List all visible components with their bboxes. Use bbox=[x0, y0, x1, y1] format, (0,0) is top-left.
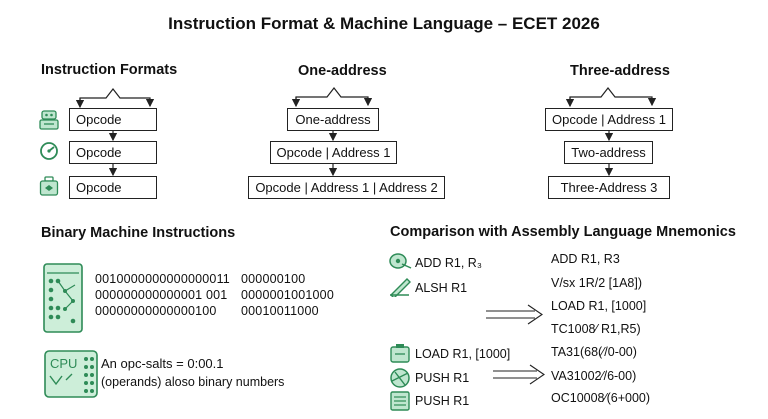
storage-box-icon bbox=[390, 343, 410, 368]
binary-row-3-b: 00010011000 bbox=[241, 304, 319, 318]
section-three-address: Three-address bbox=[570, 63, 670, 79]
mnemonic-left-3: LOAD R1, [1000] bbox=[415, 347, 511, 361]
mnemonic-right-7: OC10008⁄(6+000) bbox=[551, 391, 651, 405]
cpu-chip-icon bbox=[44, 350, 98, 403]
globe-icon bbox=[389, 367, 411, 394]
section-comparison: Comparison with Assembly Language Mnemon… bbox=[390, 224, 736, 240]
mnemonic-right-3: LOAD R1, [1000] bbox=[551, 299, 647, 313]
binary-row-2-a: 000000000000001 001 bbox=[95, 288, 228, 302]
binary-row-1-a: 0010000000000000011 bbox=[95, 272, 230, 286]
binary-row-2-b: 0000001001000 bbox=[241, 288, 334, 302]
mnemonic-right-6: VA31002⁄/6-00) bbox=[551, 369, 637, 383]
mnemonic-right-5: TA31(68(⁄/0-00) bbox=[551, 345, 637, 359]
mnemonic-right-4: TC1008⁄ R1,R5) bbox=[551, 322, 641, 336]
document-lines-icon bbox=[390, 391, 410, 416]
binary-note-line-1: An opc-salts = 0:00.1 bbox=[101, 356, 224, 371]
section-instruction-formats: Instruction Formats bbox=[41, 62, 178, 78]
one-address-box-3: Opcode | Address 1 | Address 2 bbox=[248, 176, 445, 199]
robot-icon bbox=[39, 109, 59, 136]
section-binary-instructions: Binary Machine Instructions bbox=[41, 225, 236, 241]
cpu-label: CPU bbox=[50, 356, 78, 371]
mnemonic-left-4: PUSH R1 bbox=[415, 371, 470, 385]
format-box-1: Opcode bbox=[69, 108, 157, 131]
mnemonic-right-1: ADD R1, R3 bbox=[551, 252, 620, 266]
gauge-icon bbox=[39, 141, 59, 166]
format-box-3: Opcode bbox=[69, 176, 157, 199]
three-address-box-1: Opcode | Address 1 bbox=[545, 108, 673, 131]
three-address-box-2: Two-address bbox=[564, 141, 653, 164]
format-box-2: Opcode bbox=[69, 141, 157, 164]
one-address-box-1: One-address bbox=[287, 108, 379, 131]
binary-row-3-a: 00000000000000100 bbox=[95, 304, 217, 318]
mnemonic-right-2: V/sx 1R/2 [1A8]) bbox=[551, 276, 643, 290]
mnemonic-left-5: PUSH R1 bbox=[415, 394, 470, 408]
circuit-board-icon bbox=[43, 263, 83, 338]
one-address-box-2: Opcode | Address 1 bbox=[270, 141, 397, 164]
mnemonic-left-1: ADD R1, R₃ bbox=[415, 256, 482, 270]
page-title: Instruction Format & Machine Language – … bbox=[168, 14, 600, 33]
binary-note-line-2: (operands) aloso binary numbers bbox=[101, 375, 285, 389]
mnemonic-left-2: ALSH R1 bbox=[415, 281, 468, 295]
section-one-address: One-address bbox=[298, 63, 387, 79]
link-icon bbox=[389, 251, 413, 276]
toolbox-icon bbox=[39, 176, 59, 202]
three-address-box-3: Three-Address 3 bbox=[548, 176, 670, 199]
pencil-ruler-icon bbox=[389, 277, 411, 302]
binary-row-1-b: 000000100 bbox=[241, 272, 306, 286]
